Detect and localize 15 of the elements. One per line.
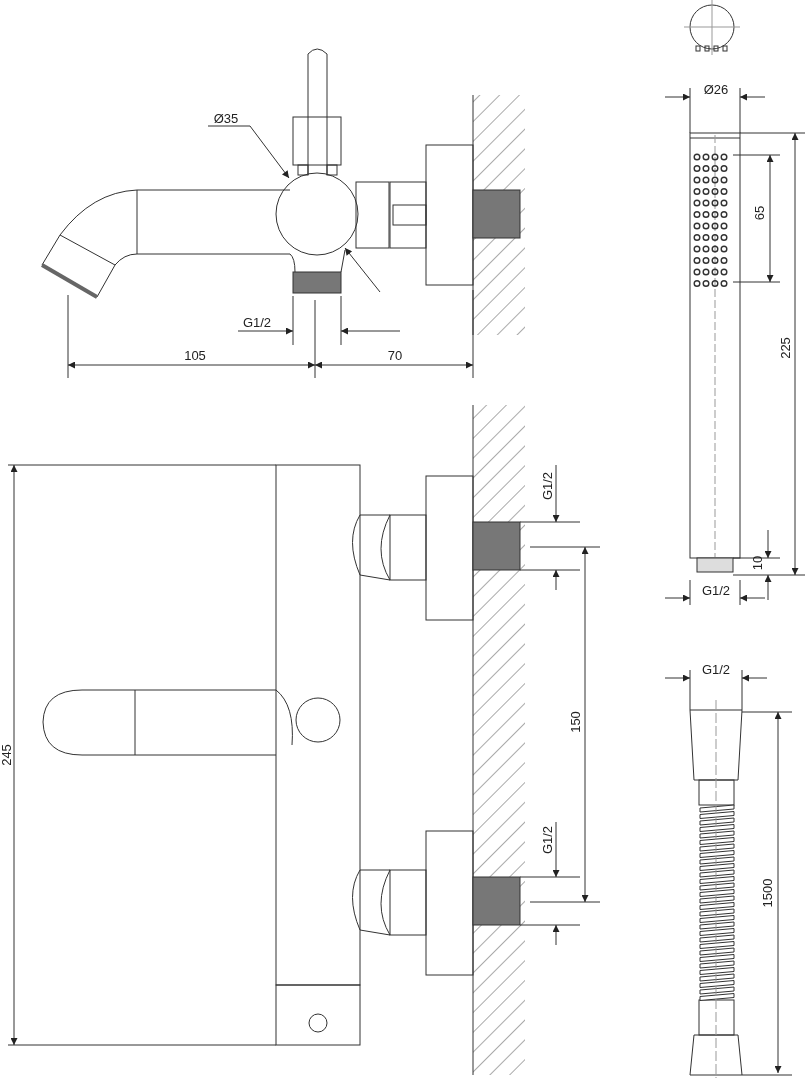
- dimension-label: G1/2: [541, 471, 555, 501]
- dimension-label: 1500: [761, 878, 775, 908]
- dimension-label: 150: [569, 711, 583, 733]
- dimension-label: G1/2: [701, 663, 731, 677]
- dimension-label: 225: [779, 337, 793, 359]
- dimension-label: 105: [184, 349, 206, 363]
- dimension-label: 65: [753, 205, 767, 221]
- dimension-label: 245: [0, 744, 14, 766]
- dimension-label: G1/2: [242, 316, 272, 330]
- dimension-label: G1/2: [541, 825, 555, 855]
- dimension-label: 10: [751, 555, 765, 571]
- dimension-label: Ø26: [703, 83, 729, 97]
- dimension-label: 70: [387, 349, 403, 363]
- dimension-label: Ø35: [213, 112, 239, 126]
- dimension-label: G1/2: [701, 584, 731, 598]
